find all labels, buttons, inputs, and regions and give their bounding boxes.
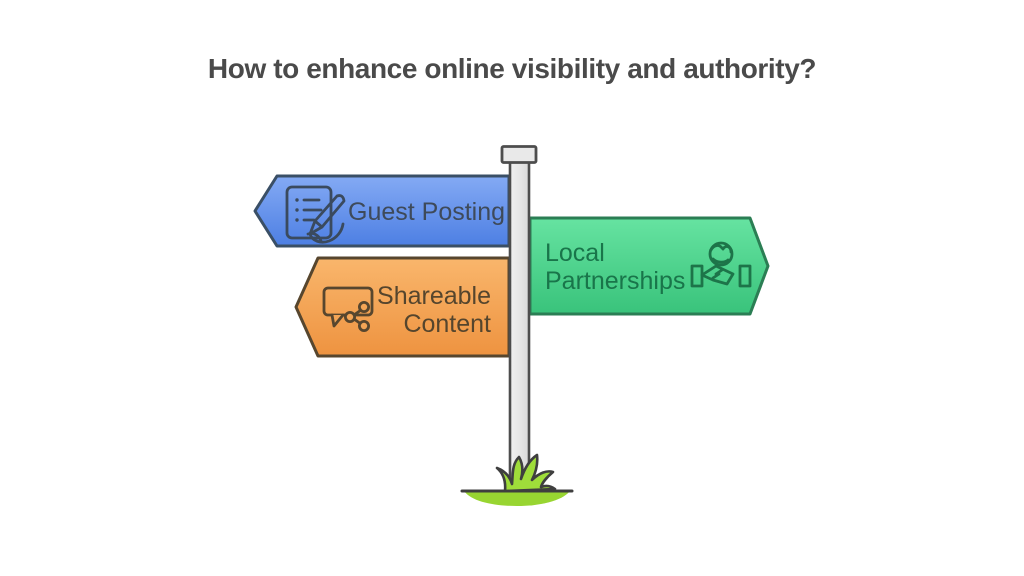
globe-handshake-icon xyxy=(690,241,752,288)
speech-bubble-share-icon xyxy=(322,286,374,332)
signpost-pole xyxy=(508,156,531,493)
local-partnerships-line2: Partnerships xyxy=(545,267,686,295)
ground-mound xyxy=(464,491,570,506)
guest-posting-text: Guest Posting xyxy=(348,198,506,226)
sign-label-shareable-content: Shareable Content xyxy=(330,282,491,338)
sign-label-guest-posting: Guest Posting xyxy=(348,198,505,226)
local-partnerships-line1: Local xyxy=(545,239,605,267)
shareable-content-line2: Content xyxy=(403,310,491,338)
grass-tuft xyxy=(495,453,557,493)
document-pen-icon xyxy=(285,185,346,244)
sign-label-local-partnerships: Local Partnerships xyxy=(545,239,685,295)
page-title: How to enhance online visibility and aut… xyxy=(207,53,817,84)
shareable-content-line1: Shareable xyxy=(377,282,491,310)
signpost-pole-cap xyxy=(500,145,538,164)
